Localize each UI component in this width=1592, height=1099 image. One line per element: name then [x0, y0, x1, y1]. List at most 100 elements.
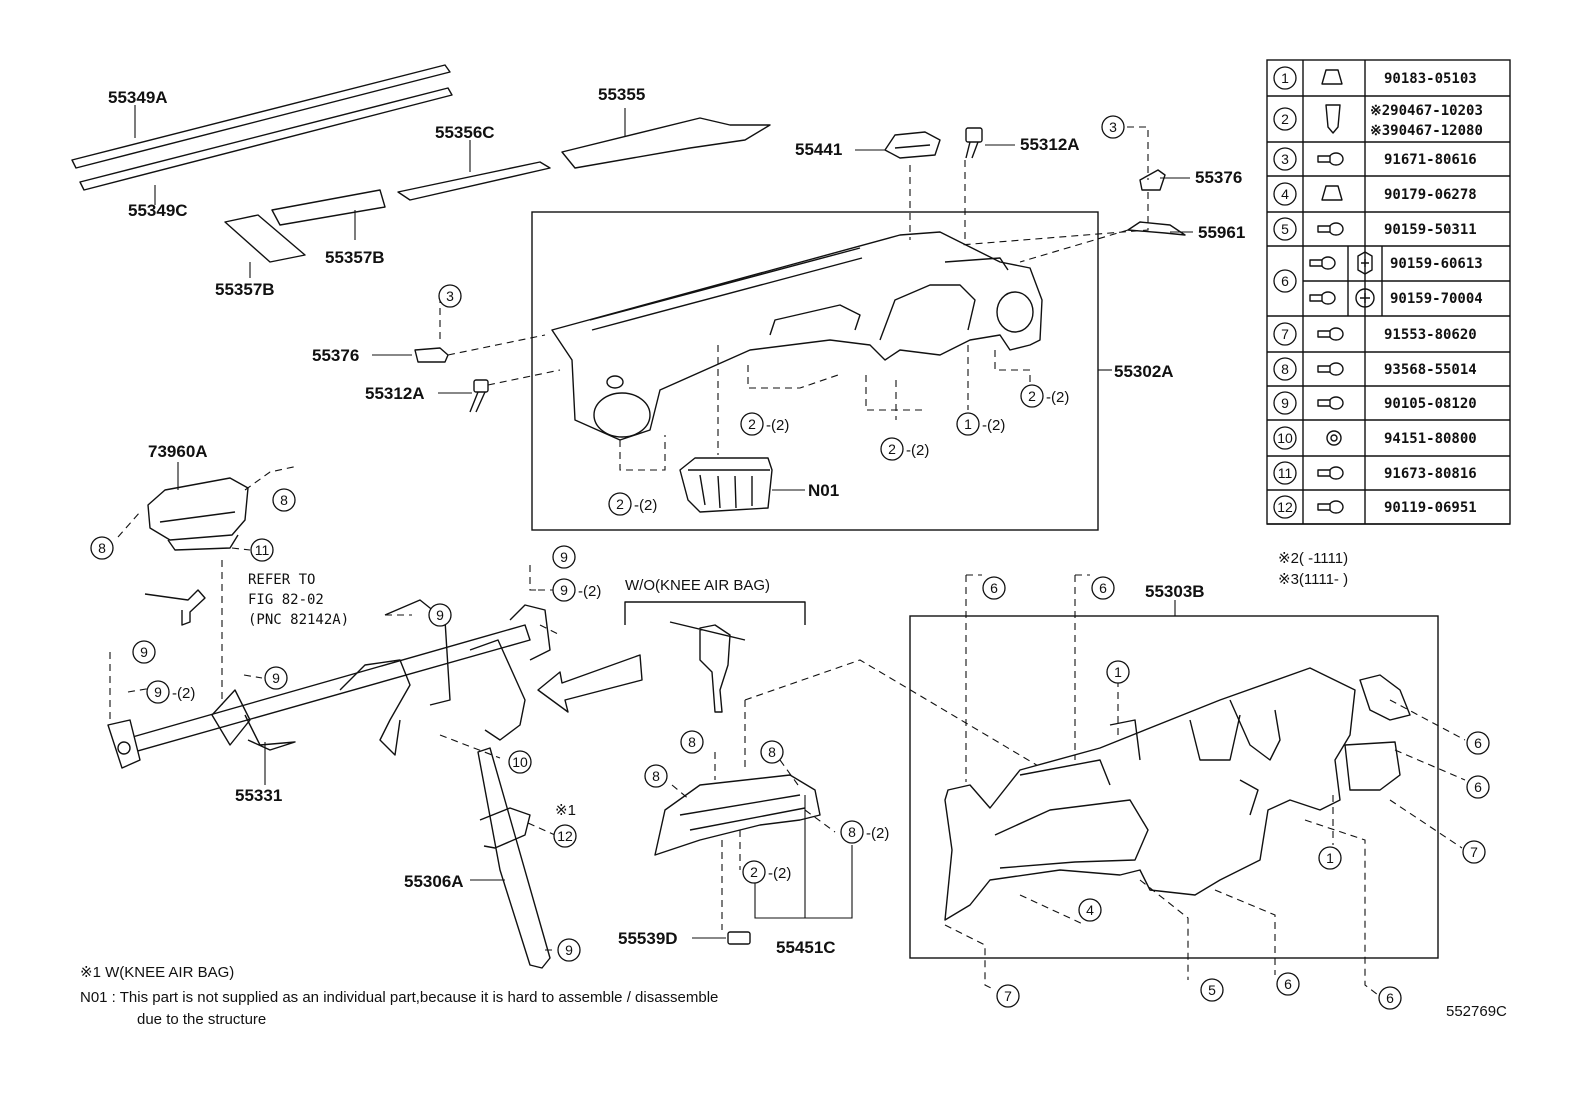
part-55441	[884, 131, 941, 159]
fastener-number: 12	[1277, 499, 1293, 515]
star1-mark: ※1	[555, 802, 576, 819]
fastener-number: 1	[1281, 70, 1289, 86]
callout-1: 1	[1326, 850, 1334, 866]
group-box-55302A	[531, 211, 1099, 531]
callout-6: 6	[1474, 779, 1482, 795]
callout-6: 6	[990, 580, 998, 596]
callout-1: 1	[1114, 664, 1122, 680]
fastener-part-number: 90179-06278	[1384, 187, 1477, 203]
fastener-icon	[1326, 430, 1342, 446]
fastener-part-number: 90105-08120	[1384, 396, 1477, 412]
label-55441: 55441	[795, 140, 842, 159]
lower-panel-55303B	[944, 667, 1411, 921]
clip-55312A-top	[965, 127, 983, 159]
fastener-icon	[1317, 362, 1344, 376]
fastener-row: 10 94151-80800	[1267, 426, 1510, 457]
fastener-part-number: ※390467-12080	[1370, 123, 1483, 139]
label-55961: 55961	[1198, 223, 1245, 242]
callout-8: 8	[652, 768, 660, 784]
fastener-icon	[1321, 185, 1343, 201]
callout-9: 9	[154, 684, 162, 700]
label-55331: 55331	[235, 786, 282, 805]
fastener-part-number: 90159-50311	[1384, 222, 1477, 238]
callout-7: 7	[1004, 988, 1012, 1004]
clip-55312A-left	[469, 379, 489, 413]
panel-55355	[561, 117, 771, 169]
callout-3: 3	[446, 288, 454, 304]
refer-line-2: FIG 82-02	[248, 592, 324, 608]
callout-8: 8	[98, 540, 106, 556]
part-N01	[679, 457, 773, 513]
footnote-n01-line2: due to the structure	[137, 1011, 266, 1028]
label-55302A: 55302A	[1114, 362, 1174, 381]
callout-1: 1	[964, 416, 972, 432]
fastener-part-number: 90119-06951	[1384, 500, 1477, 516]
fastener-number: 8	[1281, 361, 1289, 377]
callout-8: 8	[768, 744, 776, 760]
fastener-icon	[1317, 466, 1344, 480]
fastener-part-number: 91671-80616	[1384, 152, 1477, 168]
label-55357B-a: 55357B	[215, 280, 275, 299]
label-55312A-top: 55312A	[1020, 135, 1080, 154]
footnote-star1: ※1 W(KNEE AIR BAG)	[80, 964, 234, 981]
fastener-part-number: 94151-80800	[1384, 431, 1477, 447]
fastener-number: 4	[1281, 186, 1289, 202]
group-box-55303B	[909, 615, 1439, 959]
fastener-icon	[1317, 222, 1344, 236]
qty-label: -(2)	[634, 497, 657, 514]
callout-6: 6	[1099, 580, 1107, 596]
panel-55356C	[397, 161, 551, 201]
label-55312A-left: 55312A	[365, 384, 425, 403]
figure-code: 552769C	[1446, 1003, 1507, 1020]
callout-9: 9	[140, 644, 148, 660]
fastener-part-number: ※290467-10203	[1370, 103, 1483, 119]
panel-55357B-right	[271, 189, 386, 226]
qty-label: -(2)	[1046, 389, 1069, 406]
qty-label: -(2)	[982, 417, 1005, 434]
fastener-row: 3 91671-80616	[1267, 147, 1510, 177]
fastener-part-number: 90159-60613	[1390, 256, 1483, 272]
refer-line-3: (PNC 82142A)	[248, 612, 349, 628]
fastener-number: 10	[1277, 430, 1293, 446]
fastener-number: 3	[1281, 151, 1289, 167]
brace-55306A	[477, 747, 551, 969]
label-55356C: 55356C	[435, 123, 495, 142]
part-55961	[1127, 221, 1186, 236]
refer-line-1: REFER TO	[248, 572, 315, 588]
qty-label: -(2)	[578, 583, 601, 600]
direction-arrow	[537, 654, 643, 713]
label-55357B-b: 55357B	[325, 248, 385, 267]
label-55539D: 55539D	[618, 929, 678, 948]
fastener-part-number: 91673-80816	[1384, 466, 1477, 482]
footnote-n01-line1: N01 : This part is not supplied as an in…	[80, 989, 718, 1006]
fastener-icon	[1317, 327, 1344, 341]
qty-label: -(2)	[766, 417, 789, 434]
fastener-number: 5	[1281, 221, 1289, 237]
qty-label: -(2)	[768, 865, 791, 882]
molding-55349C	[79, 87, 453, 191]
qty-label: -(2)	[172, 685, 195, 702]
qty-label: -(2)	[906, 442, 929, 459]
callout-12: 12	[557, 828, 573, 844]
callout-6: 6	[1284, 976, 1292, 992]
qty-label: -(2)	[866, 825, 889, 842]
callout-7: 7	[1470, 844, 1478, 860]
clip-55539D	[727, 931, 751, 945]
label-73960A: 73960A	[148, 442, 208, 461]
callout-8: 8	[848, 824, 856, 840]
callout-2: 2	[750, 864, 758, 880]
callout-4: 4	[1086, 902, 1094, 918]
fastener-row: 5 90159-50311	[1267, 217, 1510, 247]
callout-6: 6	[1474, 735, 1482, 751]
panel-55357B-left	[224, 214, 306, 263]
callout-8: 8	[688, 734, 696, 750]
label-55355: 55355	[598, 85, 645, 104]
note-star2: ※2( -1111)	[1278, 550, 1348, 567]
label-55303B: 55303B	[1145, 582, 1205, 601]
callout-6: 6	[1386, 990, 1394, 1006]
callout-8: 8	[280, 492, 288, 508]
